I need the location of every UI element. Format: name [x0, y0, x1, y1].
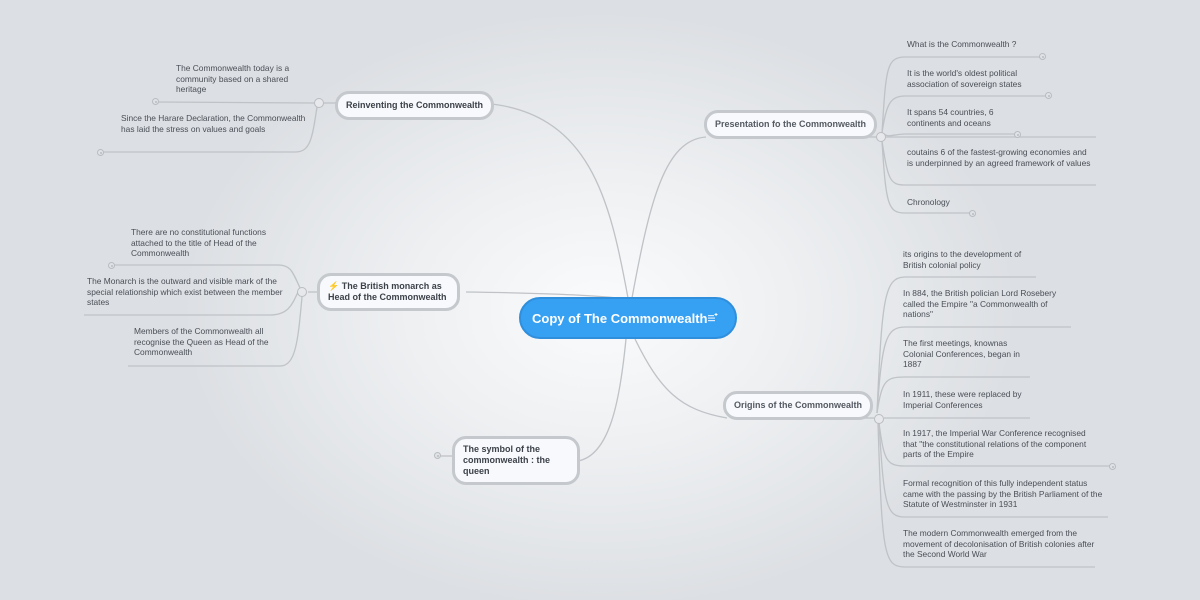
branch-symbol-queen[interactable]: The symbol of the commonwealth : the que… [452, 436, 580, 485]
branch-label: Origins of the Commonwealth [734, 400, 863, 410]
root-node[interactable]: Copy of The Commonwealth [519, 297, 737, 339]
branch-presentation-commonwealth[interactable]: Presentation fo the Commonwealth [704, 110, 878, 139]
branch-label: Presentation fo the Commonwealth [715, 119, 867, 129]
leaf-item[interactable]: It is the world's oldest political assoc… [907, 68, 1022, 89]
expand-toggle-icon[interactable] [152, 98, 159, 105]
branch-hub[interactable] [876, 132, 886, 142]
expand-toggle-icon[interactable] [108, 262, 115, 269]
leaf-item[interactable]: Chronology [907, 197, 950, 207]
expand-toggle-icon[interactable] [1109, 463, 1116, 470]
branch-hub[interactable] [874, 414, 884, 424]
leaf-item[interactable]: In 1911, these were replaced by Imperial… [903, 389, 1022, 410]
expand-toggle-icon[interactable] [1039, 53, 1046, 60]
lightning-icon: ⚡ [328, 281, 340, 291]
leaf-item[interactable]: The modern Commonwealth emerged from the… [903, 528, 1095, 560]
branch-reinventing-commonwealth[interactable]: Reinventing the Commonwealth [335, 91, 495, 120]
leaf-item[interactable]: its origins to the development of Britis… [903, 249, 1022, 270]
leaf-item[interactable]: Formal recognition of this fully indepen… [903, 478, 1103, 510]
branch-hub[interactable] [297, 287, 307, 297]
leaf-item[interactable]: The first meetings, knownas Colonial Con… [903, 338, 1020, 370]
leaf-item[interactable]: It spans 54 countries, 6 continents and … [907, 107, 994, 128]
leaf-item[interactable]: In 884, the British polician Lord Rosebe… [903, 288, 1057, 320]
leaf-item[interactable]: There are no constitutional functions at… [131, 227, 267, 259]
leaf-item[interactable]: What is the Commonwealth ? [907, 39, 1017, 49]
branch-origins-commonwealth[interactable]: Origins of the Commonwealth [723, 391, 874, 420]
leaf-item[interactable]: Members of the Commonwealth all recognis… [134, 326, 269, 358]
note-icon[interactable] [708, 313, 718, 322]
branch-label: Reinventing the Commonwealth [346, 100, 484, 110]
branch-label: The symbol of the commonwealth : the que… [463, 444, 551, 476]
leaf-item[interactable]: coutains 6 of the fastest-growing econom… [907, 147, 1091, 168]
expand-toggle-icon[interactable] [434, 452, 441, 459]
branch-british-monarch[interactable]: ⚡ The British monarch as Head of the Com… [317, 273, 460, 311]
expand-toggle-icon[interactable] [969, 210, 976, 217]
root-label: Copy of The Commonwealth [532, 310, 708, 326]
branch-hub[interactable] [314, 98, 324, 108]
leaf-item[interactable]: Since the Harare Declaration, the Common… [121, 113, 306, 134]
leaf-item[interactable]: In 1917, the Imperial War Conference rec… [903, 428, 1087, 460]
branch-label: The British monarch as Head of the Commo… [328, 281, 447, 302]
expand-toggle-icon[interactable] [1045, 92, 1052, 99]
expand-toggle-icon[interactable] [97, 149, 104, 156]
expand-toggle-icon[interactable] [1014, 131, 1021, 138]
leaf-item[interactable]: The Commonwealth today is a community ba… [176, 63, 290, 95]
leaf-item[interactable]: The Monarch is the outward and visible m… [87, 276, 283, 308]
